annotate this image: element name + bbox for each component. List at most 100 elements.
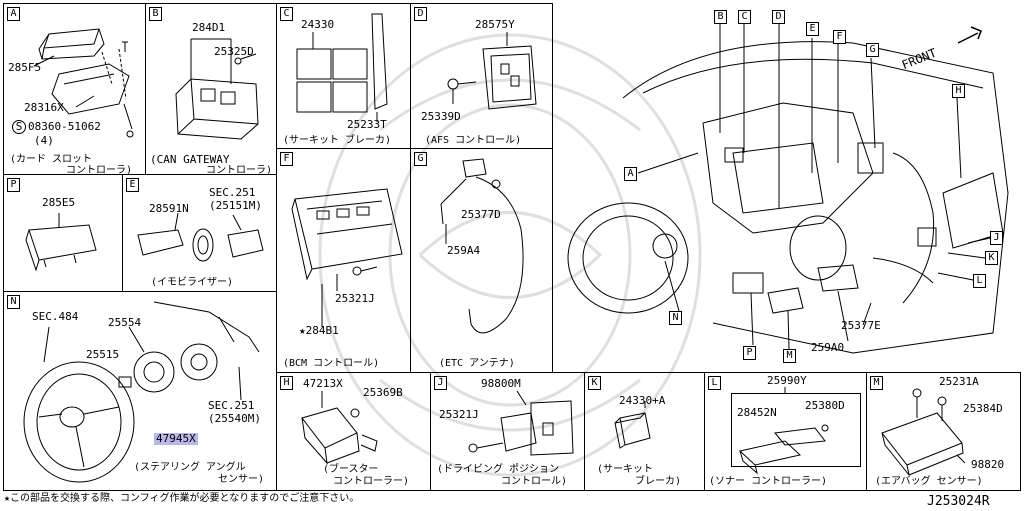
panel-caption-line2: コントローラー) <box>333 476 410 487</box>
part-number-284b1-config: ★284B1 <box>299 324 339 337</box>
callout-g[interactable]: G <box>866 43 879 57</box>
panel-caption: (エアバッグ センサー) <box>875 476 983 487</box>
callout-j[interactable]: J <box>990 231 1003 245</box>
panel-circuit-breaker-k: K 24330+A (サーキット ブレーカ) <box>584 372 705 491</box>
panel-tag: P <box>7 178 20 192</box>
panel-p: P 285E5 <box>3 174 123 292</box>
part-number-08360-51062: 08360-51062 <box>28 120 101 133</box>
part-number-285e5: 285E5 <box>42 196 76 209</box>
drawing-number: J253024R <box>927 494 990 509</box>
etc-antenna-drawing <box>440 158 524 334</box>
afs-control-drawing <box>447 32 537 110</box>
part-number-25990y: 25990Y <box>767 374 807 387</box>
panel-tag: M <box>870 376 883 390</box>
panel-caption: (ソナー コントローラー) <box>709 476 828 487</box>
part-number-28591n: 28591N <box>149 202 189 215</box>
part-number-25384d: 25384D <box>963 402 1003 415</box>
panel-booster-controller: H 47213X 25369B (ブースター コントローラー) <box>276 372 431 491</box>
quantity: (4) <box>34 134 54 147</box>
panel-caption: (AFS コントロール) <box>425 135 522 146</box>
callout-k[interactable]: K <box>985 251 998 265</box>
card-slot-controller-drawing <box>33 28 134 138</box>
part-number-28452n: 28452N <box>737 406 777 419</box>
part-number-285f5: 285F5 <box>8 61 42 74</box>
immobilizer-drawing <box>137 212 264 262</box>
panel-tag: H <box>280 376 293 390</box>
circuit-breaker-k-drawing <box>614 401 651 449</box>
panel-airbag-sensor: M 25231A 25384D 98820 (エアバッグ センサー) <box>866 372 1021 491</box>
part-number-47213x: 47213X <box>303 377 343 390</box>
panel-tag: A <box>7 7 20 21</box>
panel-etc-antenna: G 25377D 259A4 (ETC アンテナ) <box>410 148 553 373</box>
part-number-28575y: 28575Y <box>475 18 515 31</box>
steering-angle-sensor-drawing <box>23 301 260 483</box>
panel-tag: E <box>126 178 139 192</box>
circuit-breaker-drawing <box>296 13 388 122</box>
part-number-284d1: 284D1 <box>192 21 226 34</box>
callout-f[interactable]: F <box>833 30 846 44</box>
panel-caption-line2: コントロール) <box>501 476 568 487</box>
dashboard-drawing <box>567 23 1009 354</box>
part-number-259a0: 259A0 <box>811 341 845 354</box>
can-gateway-drawing <box>175 38 259 140</box>
callout-m[interactable]: M <box>783 349 796 363</box>
part-number-25321j: 25321J <box>335 292 375 305</box>
panel-tag: J <box>434 376 447 390</box>
panel-card-slot-controller: A 285F5 28316X S 08360-51062 (4) (カード スロ… <box>3 3 146 176</box>
footer-config-note: ★この部品を交換する際、コンフィグ作業が必要となりますのでご注意下さい。 <box>4 493 360 504</box>
panel-driving-position-control: J 98800M 25321J (ドライビング ポジション コントロール) <box>430 372 585 491</box>
sonar-controller-drawing <box>738 387 829 475</box>
callout-h[interactable]: H <box>952 84 965 98</box>
callout-n[interactable]: N <box>669 311 682 325</box>
callout-c[interactable]: C <box>738 10 751 24</box>
panel-afs-control: D 28575Y 25339D (AFS コントロール) <box>410 3 553 149</box>
callout-e[interactable]: E <box>806 22 819 36</box>
panel-can-gateway-controller: B 284D1 25325D (CAN GATEWAY コントローラ) <box>145 3 277 176</box>
panel-tag: C <box>280 7 293 21</box>
callout-p[interactable]: P <box>743 346 756 360</box>
panel-caption-line1: (ブースター <box>323 464 379 475</box>
part-number-28316x: 28316X <box>24 101 64 114</box>
dashboard-overview: FRONT A B C D E F G H J K L N P M 25377E… <box>553 3 1021 373</box>
panel-caption-line1: (サーキット <box>597 464 654 475</box>
callout-a[interactable]: A <box>624 167 637 181</box>
panel-bcm-control: F 25321J ★284B1 (BCM コントロール) <box>276 148 411 373</box>
panel-sonar-controller: L 25990Y 28452N 25380D (ソナー コントローラー) <box>704 372 867 491</box>
watermark-emblem <box>318 33 702 477</box>
panel-tag: G <box>414 152 427 166</box>
airbag-sensor-drawing <box>881 388 966 476</box>
panel-caption-line1: (CAN GATEWAY <box>150 153 230 166</box>
part-number-25151m: (25151M) <box>209 199 262 212</box>
section-ref-251: SEC.251 <box>209 186 256 199</box>
callout-d[interactable]: D <box>772 10 785 24</box>
panel-tag: N <box>7 295 20 309</box>
panel-caption-line2: コントローラ) <box>206 165 273 176</box>
part-number-25233t: 25233T <box>347 118 387 131</box>
panel-caption-line2: センサー) <box>218 474 265 485</box>
part-number-25554: 25554 <box>108 316 142 329</box>
callout-l[interactable]: L <box>973 274 986 288</box>
part-number-98800m: 98800M <box>481 377 521 390</box>
part-number-25325d: 25325D <box>214 45 254 58</box>
callout-b[interactable]: B <box>714 10 727 24</box>
panel-caption-line2: ブレーカ) <box>635 476 682 487</box>
panel-caption: (サーキット ブレーカ) <box>283 135 392 146</box>
panel-steering-angle-sensor: N SEC.484 25554 25515 SEC.251 (25540M) 4… <box>3 291 277 491</box>
panel-immobilizer: E 28591N SEC.251 (25151M) (イモビライザー) <box>122 174 277 292</box>
panel-caption: (ETC アンテナ) <box>439 358 515 369</box>
part-number-24330: 24330 <box>301 18 335 31</box>
panel-tag: K <box>588 376 601 390</box>
part-number-25380d: 25380D <box>805 399 845 412</box>
panel-caption: (BCM コントロール) <box>283 358 380 369</box>
part-number-25339d: 25339D <box>421 110 461 123</box>
panel-tag: L <box>708 376 721 390</box>
panel-caption-line2: コントローラ) <box>66 165 133 176</box>
part-number-98820: 98820 <box>971 458 1005 471</box>
panel-caption-line1: (カード スロット <box>10 154 93 165</box>
panel-caption-line1: (ドライビング ポジション <box>437 464 560 475</box>
sonar-group-frame <box>731 393 861 467</box>
part-number-25515: 25515 <box>86 348 120 361</box>
part-number-25231a: 25231A <box>939 375 979 388</box>
part-number-25540m: (25540M) <box>208 412 261 425</box>
part-number-47945x-highlighted[interactable]: 47945X <box>154 432 198 445</box>
